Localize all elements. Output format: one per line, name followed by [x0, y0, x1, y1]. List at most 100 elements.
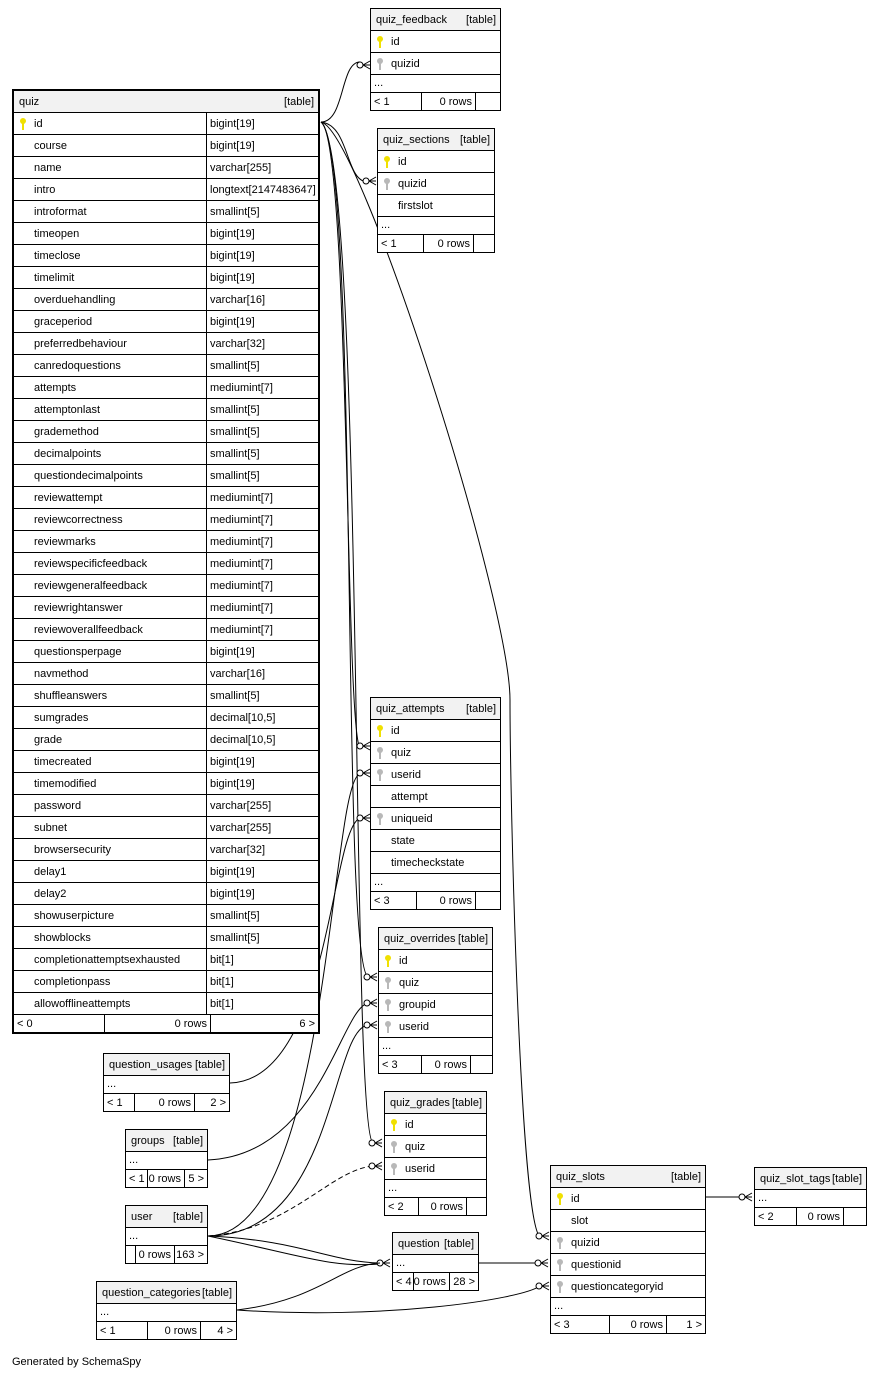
children-count-link[interactable]: 1 >	[666, 1316, 705, 1333]
column-row[interactable]: questioncategoryid	[551, 1276, 705, 1298]
children-count-link[interactable]	[843, 1208, 866, 1225]
parents-count-link[interactable]: < 3	[554, 1318, 570, 1331]
column-row[interactable]: state	[371, 830, 500, 852]
column-row[interactable]: slot	[551, 1210, 705, 1232]
column-row[interactable]: id	[371, 31, 500, 53]
table-name[interactable]: quiz_attempts	[376, 702, 445, 715]
children-count-link[interactable]: 4 >	[200, 1322, 236, 1339]
table-name[interactable]: quiz_sections	[383, 133, 450, 146]
table-name[interactable]: quiz_slot_tags	[760, 1172, 831, 1185]
children-count-link[interactable]	[466, 1198, 486, 1215]
parents-count-link[interactable]: < 3	[382, 1058, 398, 1071]
column-row[interactable]: userid	[385, 1158, 486, 1180]
table-name[interactable]: quiz_feedback	[376, 13, 447, 26]
column-row[interactable]: quiz	[385, 1136, 486, 1158]
children-count-link[interactable]: 163 >	[174, 1246, 207, 1263]
parents-count-link[interactable]: < 1	[129, 1172, 145, 1185]
children-count-link[interactable]: 6 >	[210, 1015, 318, 1032]
table-name[interactable]: user	[131, 1210, 153, 1223]
table-name[interactable]: question	[398, 1237, 440, 1250]
table-name[interactable]: quiz_slots	[556, 1170, 605, 1183]
column-row[interactable]: firstslot	[378, 195, 494, 217]
children-count-link[interactable]: 5 >	[184, 1170, 207, 1187]
parents-count-link[interactable]: < 4	[396, 1275, 412, 1288]
column-row[interactable]: quizid	[551, 1232, 705, 1254]
column-row[interactable]: id	[385, 1114, 486, 1136]
parents-count-link[interactable]: < 1	[100, 1324, 116, 1337]
column-row[interactable]: userid	[379, 1016, 492, 1038]
table-name[interactable]: question_usages	[109, 1058, 193, 1071]
children-count-link[interactable]	[475, 892, 500, 909]
table-name[interactable]: groups	[131, 1134, 165, 1147]
column-row[interactable]: id	[551, 1188, 705, 1210]
parents-count-link[interactable]: < 2	[758, 1210, 774, 1223]
table-name[interactable]: quiz	[19, 95, 40, 108]
parents-count-link[interactable]: < 1	[107, 1096, 123, 1109]
parents-count-link[interactable]	[126, 1246, 135, 1263]
children-count-link[interactable]	[470, 1056, 492, 1073]
column-row[interactable]: quiz	[371, 742, 500, 764]
parents-count-link[interactable]: < 0	[17, 1017, 33, 1030]
children-count-link[interactable]: 28 >	[449, 1273, 478, 1290]
column-row[interactable]: uniqueid	[371, 808, 500, 830]
table-name[interactable]: quiz_overrides	[384, 932, 456, 945]
table-name[interactable]: quiz_grades	[390, 1096, 450, 1109]
column-row[interactable]: id	[371, 720, 500, 742]
column-row[interactable]: quiz	[379, 972, 492, 994]
column-row[interactable]: quizid	[371, 53, 500, 75]
parents-count-link[interactable]: < 3	[374, 894, 390, 907]
parents-count-link[interactable]: < 1	[374, 95, 390, 108]
column-row[interactable]: attempt	[371, 786, 500, 808]
column-row[interactable]: id	[378, 151, 494, 173]
column-row[interactable]: id	[379, 950, 492, 972]
children-count-link[interactable]	[475, 93, 500, 110]
parents-count-link[interactable]: < 1	[381, 237, 397, 250]
table-name[interactable]: question_categories	[102, 1286, 201, 1299]
children-count-link[interactable]: 2 >	[194, 1094, 229, 1111]
children-count-link[interactable]	[473, 235, 494, 252]
column-row[interactable]: groupid	[379, 994, 492, 1016]
